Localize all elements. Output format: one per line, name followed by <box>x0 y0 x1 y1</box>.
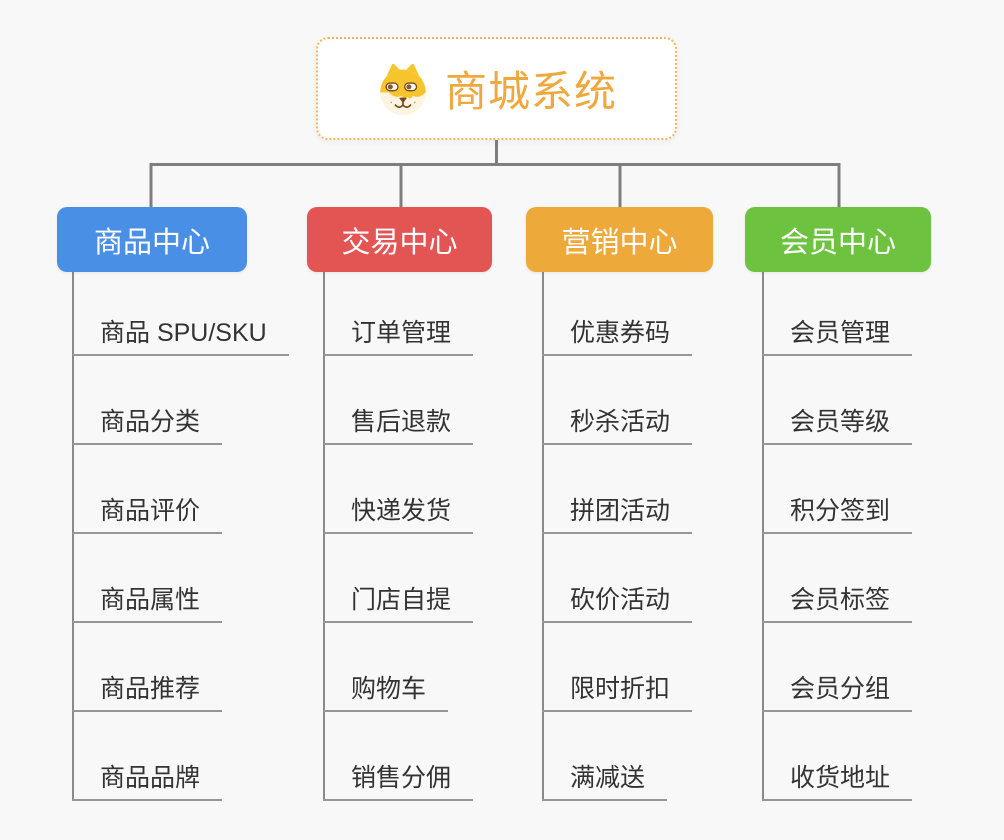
mindmap-node[interactable]: 砍价活动 <box>542 585 693 623</box>
branch-items-product-center: 商品 SPU/SKU 商品分类 商品评价 商品属性 商品推荐 商品品牌 <box>72 272 289 801</box>
branch-header-label: 商品中心 <box>93 226 210 259</box>
branch-header-member-center[interactable]: 会员中心 <box>745 207 931 272</box>
mindmap-node[interactable]: 购物车 <box>323 674 449 712</box>
branch-items-trade-center: 订单管理 售后退款 快递发货 门店自提 购物车 销售分佣 <box>323 272 474 801</box>
mindmap-node[interactable]: 优惠券码 <box>542 318 693 356</box>
mindmap-node[interactable]: 会员标签 <box>762 585 913 623</box>
mindmap-node[interactable]: 快递发货 <box>323 496 474 534</box>
branch-header-label: 交易中心 <box>341 226 458 259</box>
mindmap-node[interactable]: 商品分类 <box>72 407 223 445</box>
mindmap-node[interactable]: 商品 SPU/SKU <box>72 318 289 356</box>
root-node[interactable]: 商城系统 <box>316 37 677 140</box>
mindmap-node[interactable]: 会员等级 <box>762 407 913 445</box>
mindmap-node[interactable]: 商品评价 <box>72 496 223 534</box>
mindmap-node[interactable]: 限时折扣 <box>542 674 693 712</box>
mindmap-node[interactable]: 门店自提 <box>323 585 474 623</box>
mindmap-node[interactable]: 会员分组 <box>762 674 913 712</box>
branch-header-label: 营销中心 <box>561 226 678 259</box>
branch-header-marketing-center[interactable]: 营销中心 <box>526 207 713 272</box>
dog-face-icon <box>380 63 426 115</box>
mindmap-node[interactable]: 收货地址 <box>762 763 913 801</box>
mindmap-node[interactable]: 商品品牌 <box>72 763 223 801</box>
mindmap-node[interactable]: 秒杀活动 <box>542 407 693 445</box>
mindmap-node[interactable]: 拼团活动 <box>542 496 693 534</box>
branch-header-label: 会员中心 <box>779 226 896 259</box>
branch-items-marketing-center: 优惠券码 秒杀活动 拼团活动 砍价活动 限时折扣 满减送 <box>542 272 693 801</box>
root-title: 商城系统 <box>444 68 617 115</box>
mindmap-node[interactable]: 积分签到 <box>762 496 913 534</box>
mindmap-node[interactable]: 商品推荐 <box>72 674 223 712</box>
mindmap-node[interactable]: 商品属性 <box>72 585 223 623</box>
mindmap-node[interactable]: 订单管理 <box>323 318 474 356</box>
mindmap-node[interactable]: 销售分佣 <box>323 763 474 801</box>
mindmap-node[interactable]: 会员管理 <box>762 318 913 356</box>
branch-items-member-center: 会员管理 会员等级 积分签到 会员标签 会员分组 收货地址 <box>762 272 913 801</box>
mindmap-node[interactable]: 售后退款 <box>323 407 474 445</box>
branch-header-trade-center[interactable]: 交易中心 <box>307 207 492 272</box>
mindmap-node[interactable]: 满减送 <box>542 763 668 801</box>
branch-header-product-center[interactable]: 商品中心 <box>57 207 247 272</box>
